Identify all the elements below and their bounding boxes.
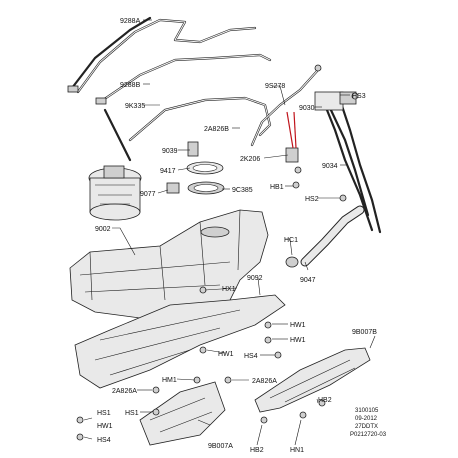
callout-hn1: HN1	[290, 447, 304, 454]
callout-labels: 9288A 9288B 9K335 9S278 HS3 9030 2A826B …	[95, 18, 377, 454]
callout-9k335: 9K335	[125, 103, 145, 110]
callout-9s278: 9S278	[265, 83, 285, 90]
seal-9c385	[187, 181, 225, 195]
callout-2a826a-a: 2A826A	[112, 388, 137, 395]
callout-2a826a-b: 2A826A	[252, 378, 277, 385]
callout-hs4-a: HS4	[244, 353, 258, 360]
callout-hw1-c: HW1	[218, 351, 234, 358]
callout-9002: 9002	[95, 226, 111, 233]
fuel-line-9288a	[70, 16, 257, 94]
hose-clamp-hc1	[285, 256, 299, 268]
filler-neck-9034	[314, 91, 382, 234]
callout-9030: 9030	[299, 105, 315, 112]
callout-9288b: 9288B	[120, 82, 141, 89]
callout-hm1: HM1	[162, 377, 177, 384]
callout-hw1-d: HW1	[97, 423, 113, 430]
highlight-pointer	[286, 111, 294, 149]
callout-9034: 9034	[322, 163, 338, 170]
callout-9077: 9077	[140, 191, 156, 198]
filler-hose-9047	[300, 205, 365, 267]
callout-hx1: HX1	[222, 286, 236, 293]
fuel-line-9288b	[98, 53, 272, 104]
fuel-line-9s278	[250, 64, 322, 147]
reference-line-2: 09-2012	[355, 416, 378, 422]
callout-9092: 9092	[247, 275, 263, 282]
callout-2k206: 2K206	[240, 156, 260, 163]
callout-hs3: HS3	[352, 93, 366, 100]
callout-9039: 9039	[162, 148, 178, 155]
fasteners	[76, 92, 359, 441]
callout-hw1-a: HW1	[290, 322, 306, 329]
callout-hs4-b: HS4	[97, 437, 111, 444]
callout-hs1-b: HS1	[125, 410, 139, 417]
reference-line-1: 3100105	[355, 408, 379, 414]
callout-9b007b: 9B007B	[352, 329, 377, 336]
reference-line-3: 27DDTX	[355, 424, 378, 430]
callout-hb2-a: HB2	[318, 397, 332, 404]
callout-hc1: HC1	[284, 237, 298, 244]
callout-9288a: 9288A	[120, 18, 141, 25]
callout-hw1-b: HW1	[290, 337, 306, 344]
vent-valve-2k206	[285, 147, 302, 174]
callout-hb2-b: HB2	[250, 447, 264, 454]
callout-9417: 9417	[160, 168, 176, 175]
sensor-9039	[187, 141, 199, 157]
line-connector-left	[67, 85, 107, 105]
callout-hb1: HB1	[270, 184, 284, 191]
bracket-9077	[166, 182, 180, 194]
callout-9047: 9047	[300, 277, 316, 284]
fuel-line-9k335	[103, 96, 272, 162]
drawing-reference: 3100105 09-2012 27DDTX P0212720-03	[350, 408, 387, 438]
heat-shield-9092	[74, 294, 286, 389]
callout-9b007a: 9B007A	[208, 443, 233, 450]
fuel-tank-9002	[69, 209, 269, 319]
locking-ring-9417	[186, 161, 224, 175]
leader-lines	[83, 19, 376, 446]
callout-hs1-a: HS1	[97, 410, 111, 417]
reference-line-4: P0212720-03	[350, 432, 387, 438]
callout-2a826b: 2A826B	[204, 126, 229, 133]
callout-hs2: HS2	[305, 196, 319, 203]
skid-plate-9b007a	[139, 381, 226, 446]
fuel-pump-module	[88, 165, 142, 221]
callout-9c385: 9C385	[232, 187, 253, 194]
skid-plate-9b007b	[254, 347, 371, 413]
